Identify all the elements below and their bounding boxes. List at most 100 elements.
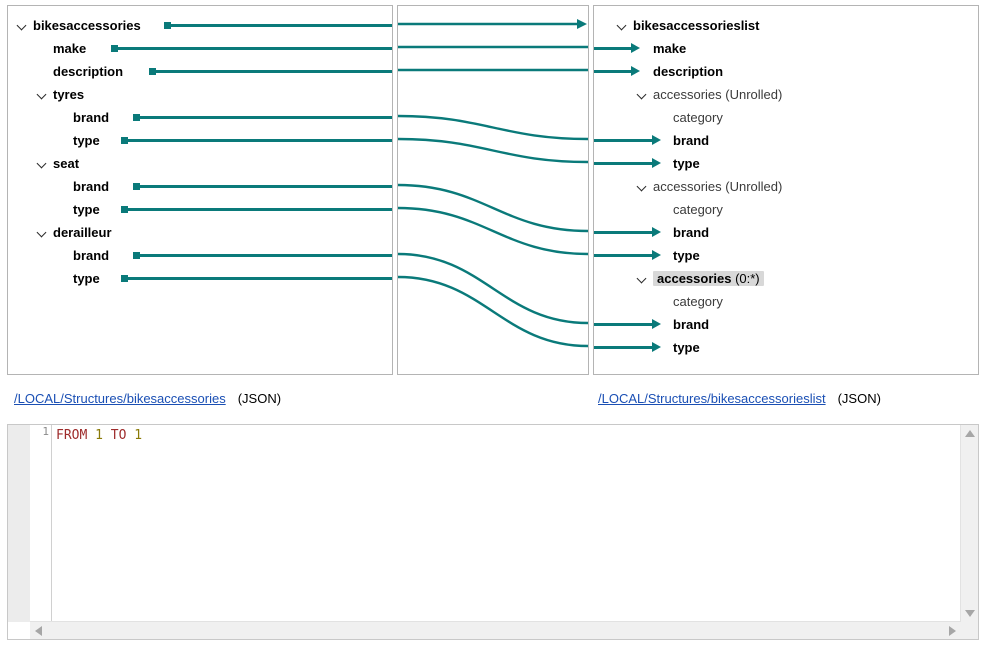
target-tree-item[interactable]: bikesaccessorieslist xyxy=(594,14,978,37)
chevron-down-icon[interactable] xyxy=(36,226,49,239)
source-tree-item[interactable]: make xyxy=(8,37,392,60)
horizontal-scrollbar[interactable] xyxy=(30,621,961,639)
link-endpoint-icon[interactable] xyxy=(133,252,140,259)
target-tree-item[interactable]: accessories (Unrolled) xyxy=(594,83,978,106)
arrowhead-icon xyxy=(631,43,640,53)
target-tree-item[interactable]: category xyxy=(594,198,978,221)
target-tree-item[interactable]: category xyxy=(594,106,978,129)
source-tree-item[interactable]: type xyxy=(8,267,392,290)
mapping-line-segment[interactable] xyxy=(594,162,652,165)
target-tree-item[interactable]: accessories (Unrolled) xyxy=(594,175,978,198)
tree-spacer xyxy=(656,203,669,216)
target-tree-item-label: category xyxy=(673,294,723,309)
target-tree-item[interactable]: brand xyxy=(594,313,978,336)
source-link-right[interactable]: /LOCAL/Structures/bikesaccessorieslist xyxy=(598,390,826,406)
mapping-line-segment[interactable] xyxy=(594,47,631,50)
link-endpoint-icon[interactable] xyxy=(111,45,118,52)
mapping-line-segment[interactable] xyxy=(155,70,392,73)
scrollbar-corner xyxy=(961,622,978,639)
target-tree-item[interactable]: type xyxy=(594,152,978,175)
link-endpoint-icon[interactable] xyxy=(121,206,128,213)
scroll-down-icon[interactable] xyxy=(961,605,978,622)
target-tree-item-label: type xyxy=(673,156,700,171)
scroll-up-icon[interactable] xyxy=(961,425,978,442)
target-tree-panel[interactable]: bikesaccessorieslist make description acces… xyxy=(593,5,979,375)
link-endpoint-icon[interactable] xyxy=(133,114,140,121)
source-tree-item-label: brand xyxy=(73,248,110,263)
link-endpoint-icon[interactable] xyxy=(133,183,140,190)
code-text[interactable]: FROM 1 TO 1 xyxy=(56,428,960,621)
mapping-line-segment[interactable] xyxy=(127,139,392,142)
tree-spacer xyxy=(56,134,69,147)
code-keyword: TO xyxy=(110,428,127,443)
mapping-line-segment[interactable] xyxy=(139,254,392,257)
mapping-connector-line[interactable] xyxy=(398,183,588,233)
source-tree-item[interactable]: bikesaccessories xyxy=(8,14,392,37)
chevron-down-icon[interactable] xyxy=(616,19,629,32)
mapping-line-segment[interactable] xyxy=(127,208,392,211)
target-tree-item-label: category xyxy=(673,110,723,125)
mapping-connector-line[interactable] xyxy=(398,275,588,348)
chevron-down-icon[interactable] xyxy=(36,157,49,170)
link-endpoint-icon[interactable] xyxy=(149,68,156,75)
mapping-line-segment[interactable] xyxy=(594,231,652,234)
mapping-line-segment[interactable] xyxy=(139,116,392,119)
target-tree-item[interactable]: make xyxy=(594,37,978,60)
chevron-down-icon[interactable] xyxy=(636,180,649,193)
source-tree-item-label: bikesaccessories xyxy=(33,18,141,33)
source-tree-item[interactable]: type xyxy=(8,198,392,221)
target-tree-item-label: brand xyxy=(673,225,710,240)
mapping-line-segment[interactable] xyxy=(594,254,652,257)
target-tree-item-label: description xyxy=(653,64,724,79)
source-tree-item[interactable]: seat xyxy=(8,152,392,175)
target-tree-item[interactable]: type xyxy=(594,336,978,359)
target-tree-item-label: type xyxy=(673,248,700,263)
source-link-left[interactable]: /LOCAL/Structures/bikesaccessories xyxy=(14,390,226,406)
code-editor-surface[interactable]: 1 FROM 1 TO 1 xyxy=(8,425,978,639)
target-tree-item-label: bikesaccessorieslist xyxy=(633,18,760,33)
target-tree-item-label: accessories (Unrolled) xyxy=(653,87,783,102)
chevron-down-icon[interactable] xyxy=(16,19,29,32)
target-tree-item[interactable]: accessories (0:*) xyxy=(594,267,978,290)
scroll-left-icon[interactable] xyxy=(30,622,47,639)
target-tree-item[interactable]: category xyxy=(594,290,978,313)
connector-panel[interactable] xyxy=(397,5,589,375)
target-tree-item[interactable]: type xyxy=(594,244,978,267)
mapping-line-segment[interactable] xyxy=(594,70,631,73)
mapping-line-segment[interactable] xyxy=(170,24,392,27)
scroll-right-icon[interactable] xyxy=(944,622,961,639)
chevron-down-icon[interactable] xyxy=(36,88,49,101)
vertical-scrollbar[interactable] xyxy=(960,425,978,622)
mapping-line-segment[interactable] xyxy=(139,185,392,188)
mapping-connector-line[interactable] xyxy=(398,206,588,256)
mapping-line-segment[interactable] xyxy=(127,277,392,280)
mapping-connector-line[interactable] xyxy=(398,252,588,325)
chevron-down-icon[interactable] xyxy=(636,272,649,285)
source-tree-item[interactable]: tyres xyxy=(8,83,392,106)
arrowhead-icon xyxy=(652,250,661,260)
target-tree-item-label: brand xyxy=(673,317,710,332)
mapping-line-segment[interactable] xyxy=(594,323,652,326)
mapping-line-segment[interactable] xyxy=(594,139,652,142)
link-endpoint-icon[interactable] xyxy=(121,137,128,144)
target-tree-item[interactable]: brand xyxy=(594,221,978,244)
chevron-down-icon[interactable] xyxy=(636,88,649,101)
source-tree-item[interactable]: type xyxy=(8,129,392,152)
target-tree-item[interactable]: description xyxy=(594,60,978,83)
mapping-line-segment[interactable] xyxy=(117,47,392,50)
target-tree-item[interactable]: brand xyxy=(594,129,978,152)
source-tree-item[interactable]: brand xyxy=(8,175,392,198)
mapping-connector-line[interactable] xyxy=(398,137,588,164)
code-editor[interactable]: 1 FROM 1 TO 1 xyxy=(7,424,979,640)
source-tree-item[interactable]: brand xyxy=(8,106,392,129)
link-endpoint-icon[interactable] xyxy=(121,275,128,282)
mapping-line-segment[interactable] xyxy=(594,346,652,349)
source-tree-item[interactable]: derailleur xyxy=(8,221,392,244)
tree-spacer xyxy=(656,111,669,124)
source-tree-item[interactable]: description xyxy=(8,60,392,83)
link-endpoint-icon[interactable] xyxy=(164,22,171,29)
source-path-left: /LOCAL/Structures/bikesaccessories (JSON… xyxy=(14,388,281,408)
mapping-connector-line[interactable] xyxy=(398,114,588,141)
source-tree-item[interactable]: brand xyxy=(8,244,392,267)
